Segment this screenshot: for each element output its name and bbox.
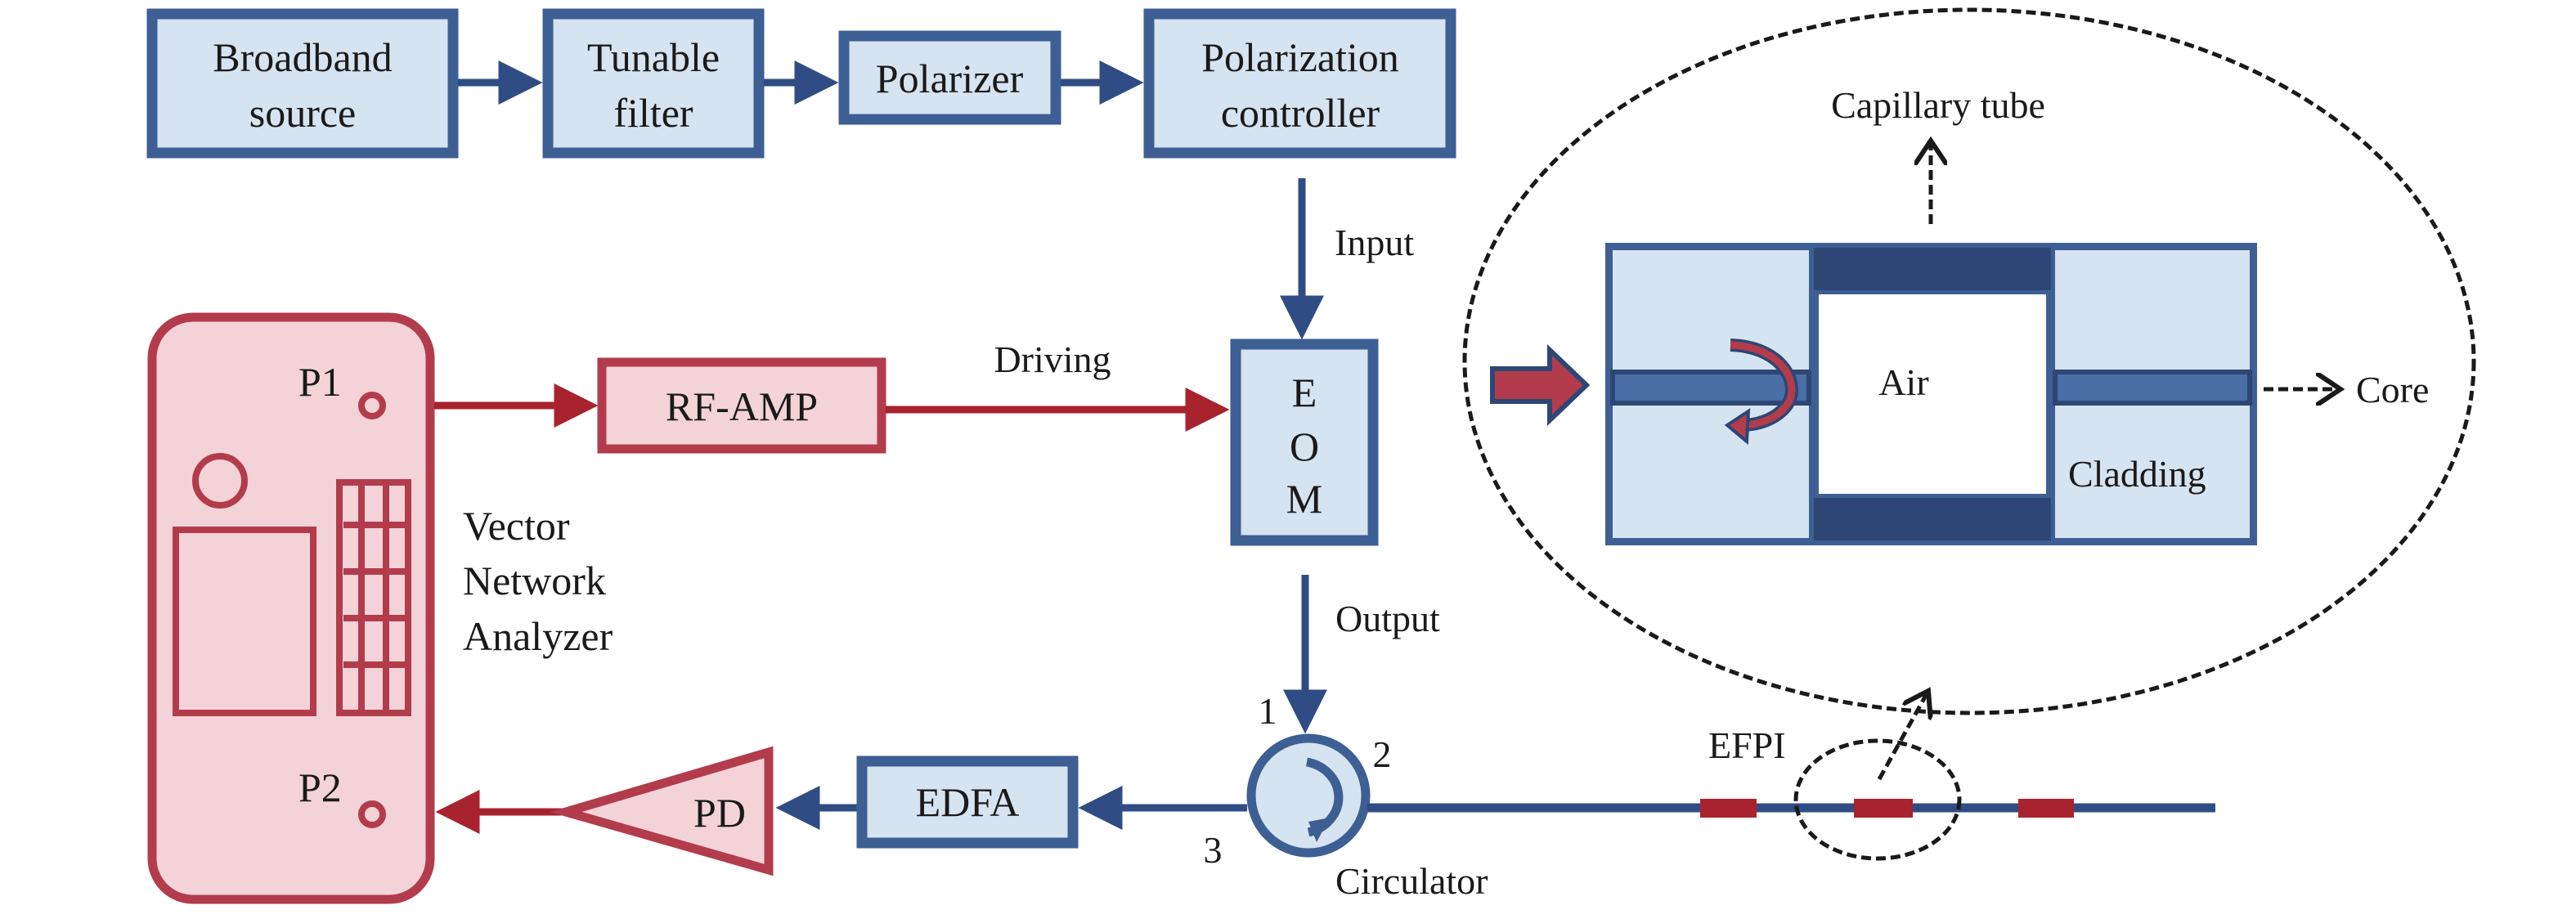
vna-port1-connector-icon xyxy=(358,392,386,419)
air-cavity xyxy=(1819,294,2046,494)
air-label: Air xyxy=(1878,361,1928,403)
circulator-label: Circulator xyxy=(1335,860,1488,902)
pd-block: PD xyxy=(550,746,774,876)
eom-block: E O M xyxy=(1230,338,1379,546)
broadband-source-block: Broadband source xyxy=(146,8,459,159)
broadband-source-label-line1: Broadband xyxy=(213,34,392,80)
circulator: 1 2 3 xyxy=(1204,690,1392,871)
edfa-label: EDFA xyxy=(916,779,1020,825)
efpi-zoom-pointer xyxy=(1877,691,1928,781)
polarizer-label: Polarizer xyxy=(876,56,1024,101)
vna-port1-label: P1 xyxy=(298,359,342,405)
rf-amp-label: RF-AMP xyxy=(666,383,818,429)
vna-name-line2: Network xyxy=(463,558,606,603)
vna-port2-connector-icon xyxy=(358,800,386,828)
circulator-port2-label: 2 xyxy=(1373,733,1392,775)
right-fiber-core xyxy=(2053,370,2252,406)
circulator-body xyxy=(1246,733,1371,858)
vna-body xyxy=(147,312,435,904)
vna-port2-label: P2 xyxy=(298,764,342,810)
circulator-arrowhead-icon xyxy=(1308,818,1330,842)
polarizer-block: Polarizer xyxy=(838,30,1061,125)
circulator-port1-label: 1 xyxy=(1259,690,1277,732)
rf-amp-block: RF-AMP xyxy=(597,357,886,454)
efpi-marker-1 xyxy=(1700,799,1757,818)
vna-name-line3: Analyzer xyxy=(463,613,613,659)
efpi-marker-2 xyxy=(1854,799,1913,818)
driving-label: Driving xyxy=(994,338,1111,380)
tunable-filter-label-line1: Tunable xyxy=(587,34,720,80)
pd-label: PD xyxy=(693,790,746,836)
core-label: Core xyxy=(2356,369,2429,410)
cladding-label: Cladding xyxy=(2068,453,2206,495)
polarization-controller-label-line2: controller xyxy=(1221,90,1380,136)
eom-letter-e: E xyxy=(1292,370,1317,415)
inset-ellipse xyxy=(1462,7,2476,715)
capillary-tube-label: Capillary tube xyxy=(1831,84,2045,126)
polarization-controller-label-line1: Polarization xyxy=(1201,34,1399,80)
efpi-marker-3 xyxy=(2018,799,2074,818)
efpi-label: EFPI xyxy=(1708,724,1786,766)
reflection-arrow-icon xyxy=(1730,341,1796,429)
capillary-wall-top xyxy=(1814,248,2051,290)
tunable-filter-label-line2: filter xyxy=(613,90,693,136)
vna-keypad-icon xyxy=(336,479,411,716)
left-fiber-core xyxy=(1610,370,1811,406)
incident-light-arrow-icon xyxy=(1490,343,1591,427)
output-label: Output xyxy=(1335,598,1440,639)
circulator-port3-label: 3 xyxy=(1204,829,1223,871)
capillary-structure xyxy=(1605,243,2257,545)
capillary-wall-bottom xyxy=(1814,498,2051,540)
broadband-source-label-line2: source xyxy=(249,90,357,136)
eom-letter-o: O xyxy=(1290,424,1319,469)
efpi-highlight-ellipse xyxy=(1793,738,1962,861)
eom-letter-m: M xyxy=(1286,476,1322,522)
reflection-arrowhead-icon xyxy=(1724,408,1751,446)
edfa-block: EDFA xyxy=(856,755,1079,849)
polarization-controller-block: Polarization controller xyxy=(1143,8,1456,159)
tunable-filter-block: Tunable filter xyxy=(542,8,765,159)
pd-triangle xyxy=(550,746,774,876)
vector-network-analyzer: P1 P2 xyxy=(147,312,435,904)
vna-screen xyxy=(173,527,316,716)
input-label: Input xyxy=(1335,222,1414,263)
vna-knob-icon xyxy=(192,453,248,509)
vna-name-line1: Vector xyxy=(463,503,570,549)
